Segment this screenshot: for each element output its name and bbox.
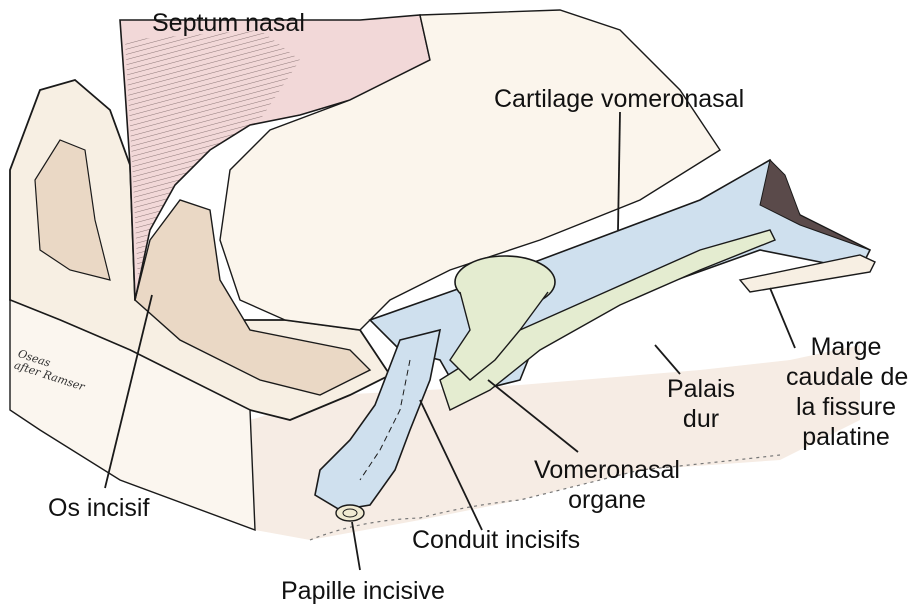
- label-organe-line2: organe: [522, 485, 692, 515]
- label-vomeronasal-organe: Vomeronasal organe: [522, 455, 692, 515]
- label-organe-line1: Vomeronasal: [522, 455, 692, 485]
- label-papille-incisive: Papille incisive: [281, 576, 445, 606]
- label-palais-line1: Palais: [656, 374, 746, 404]
- label-palais-line2: dur: [656, 404, 746, 434]
- papilla-incisive-shape: [336, 505, 364, 521]
- label-conduit-incisifs: Conduit incisifs: [412, 525, 580, 555]
- label-marge-line1: Marge: [786, 332, 906, 362]
- label-marge-caudale: Marge caudale de la fissure palatine: [786, 332, 906, 452]
- label-marge-line3: la fissure: [786, 392, 906, 422]
- label-os-incisif: Os incisif: [48, 493, 149, 523]
- caudal-margin-plate: [740, 255, 875, 292]
- label-cartilage-vomeronasal: Cartilage vomeronasal: [494, 84, 744, 114]
- leader-palais: [655, 345, 680, 374]
- label-marge-line2: caudale de: [786, 362, 906, 392]
- label-septum-nasal: Septum nasal: [152, 8, 305, 38]
- label-palais-dur: Palais dur: [656, 374, 746, 434]
- label-marge-line4: palatine: [786, 422, 906, 452]
